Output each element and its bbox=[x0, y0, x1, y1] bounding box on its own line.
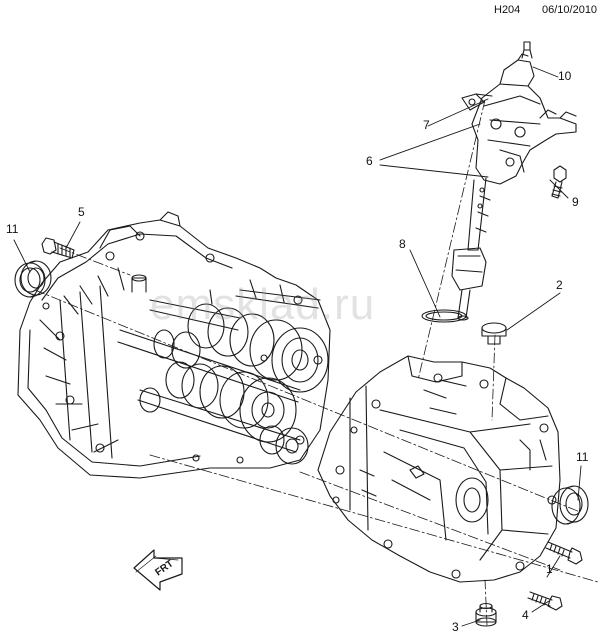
seal-11-right bbox=[551, 485, 589, 525]
plug-2 bbox=[481, 322, 507, 345]
seal-11-left bbox=[14, 260, 52, 298]
bolt-1 bbox=[545, 541, 583, 565]
gear-cluster bbox=[139, 303, 329, 465]
callout-11-right: 11 bbox=[576, 450, 589, 464]
bolt-4 bbox=[527, 591, 563, 611]
callout-3: 3 bbox=[452, 620, 459, 634]
bolt-9 bbox=[551, 165, 567, 199]
shift-control-assembly bbox=[421, 41, 577, 323]
callout-1: 1 bbox=[546, 562, 553, 576]
plug-3 bbox=[475, 602, 497, 627]
callout-10: 10 bbox=[558, 69, 572, 83]
callout-2: 2 bbox=[556, 278, 563, 292]
callout-4: 4 bbox=[522, 608, 529, 622]
alignment-centerlines bbox=[34, 99, 599, 626]
callout-7: 7 bbox=[423, 118, 430, 132]
callout-6: 6 bbox=[366, 154, 373, 168]
callout-8: 8 bbox=[399, 237, 406, 251]
diagram-date: 06/10/2010 bbox=[542, 4, 598, 16]
left-transmission-case bbox=[17, 211, 331, 479]
front-arrow-icon: FRT bbox=[133, 549, 183, 591]
callout-9: 9 bbox=[572, 195, 579, 209]
leader-lines bbox=[13, 66, 582, 627]
callout-11-left: 11 bbox=[6, 222, 19, 236]
diagram-code: H204 bbox=[494, 4, 521, 16]
bolt-5 bbox=[41, 237, 75, 259]
watermark-text: emsklad.ru bbox=[150, 280, 376, 329]
callout-5: 5 bbox=[78, 205, 85, 219]
right-transmission-case bbox=[317, 355, 561, 583]
